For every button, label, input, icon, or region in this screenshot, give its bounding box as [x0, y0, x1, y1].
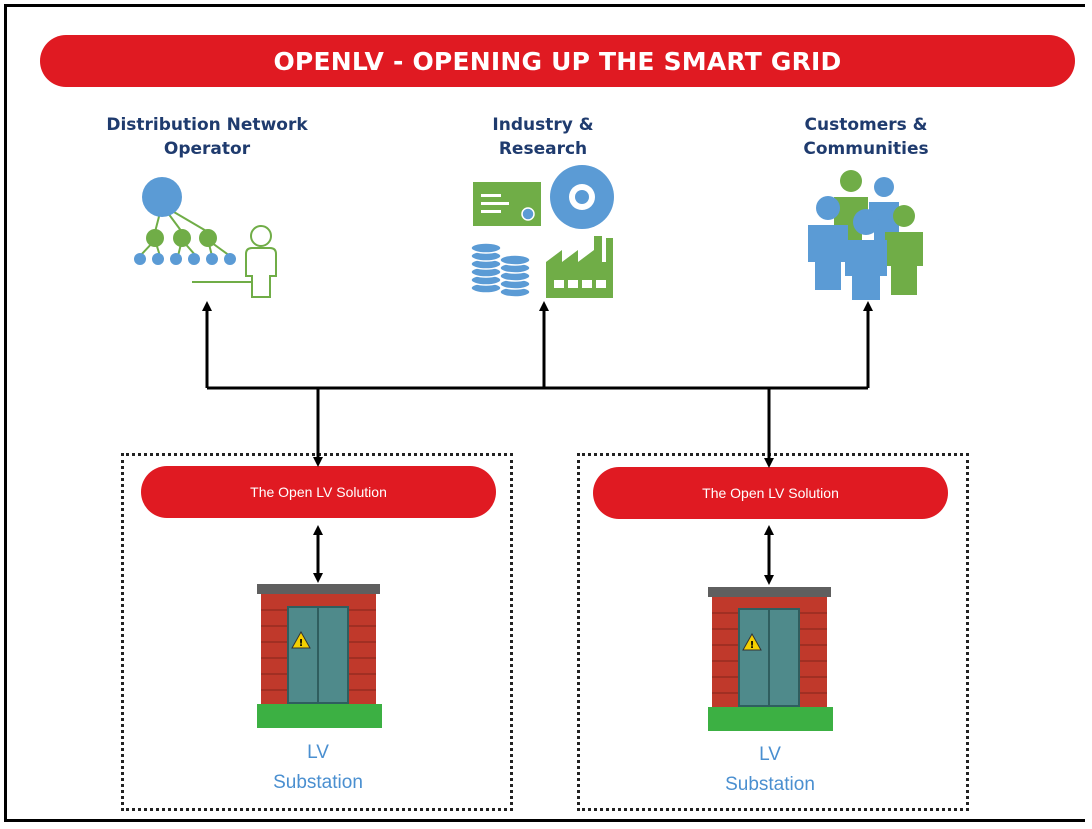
connector-lines: [202, 301, 873, 585]
stakeholder-label-line2: Communities: [803, 139, 929, 159]
stakeholder-label-industry: Industry & Research: [413, 113, 673, 161]
people-community-icon: [808, 170, 923, 300]
stakeholder-label-line2: Research: [498, 139, 588, 159]
solution-box-right: [577, 453, 969, 811]
substation-label-line2: Substation: [725, 774, 815, 795]
stakeholder-label-line2: Operator: [163, 139, 251, 159]
substation-label-line1: LV: [307, 742, 329, 763]
diagram-frame: [4, 4, 1085, 822]
substation-building-left: !: [257, 584, 382, 728]
substation-label-right: LV Substation: [690, 740, 850, 800]
solution-pill-right: The Open LV Solution: [593, 467, 948, 519]
banner-title: OPENLV - OPENING UP THE SMART GRID: [273, 46, 842, 76]
substation-label-line1: LV: [759, 744, 781, 765]
solution-pill-label: The Open LV Solution: [250, 484, 387, 500]
svg-text:!: !: [750, 640, 755, 651]
network-operator-icon: [134, 177, 277, 298]
solution-pill-label: The Open LV Solution: [702, 485, 839, 501]
industry-research-icon: [470, 165, 614, 298]
svg-text:!: !: [299, 638, 304, 649]
stakeholder-label-dno: Distribution Network Operator: [77, 113, 337, 161]
substation-label-left: LV Substation: [238, 738, 398, 798]
stakeholder-label-line1: Customers &: [804, 115, 928, 135]
substation-label-line2: Substation: [273, 772, 363, 793]
stakeholder-label-line1: Distribution Network: [106, 115, 308, 135]
stakeholder-label-line1: Industry &: [492, 115, 594, 135]
solution-pill-left: The Open LV Solution: [141, 466, 496, 518]
substation-building-right: !: [708, 587, 833, 731]
title-banner: OPENLV - OPENING UP THE SMART GRID: [40, 35, 1075, 87]
stakeholder-label-customers: Customers & Communities: [736, 113, 996, 161]
